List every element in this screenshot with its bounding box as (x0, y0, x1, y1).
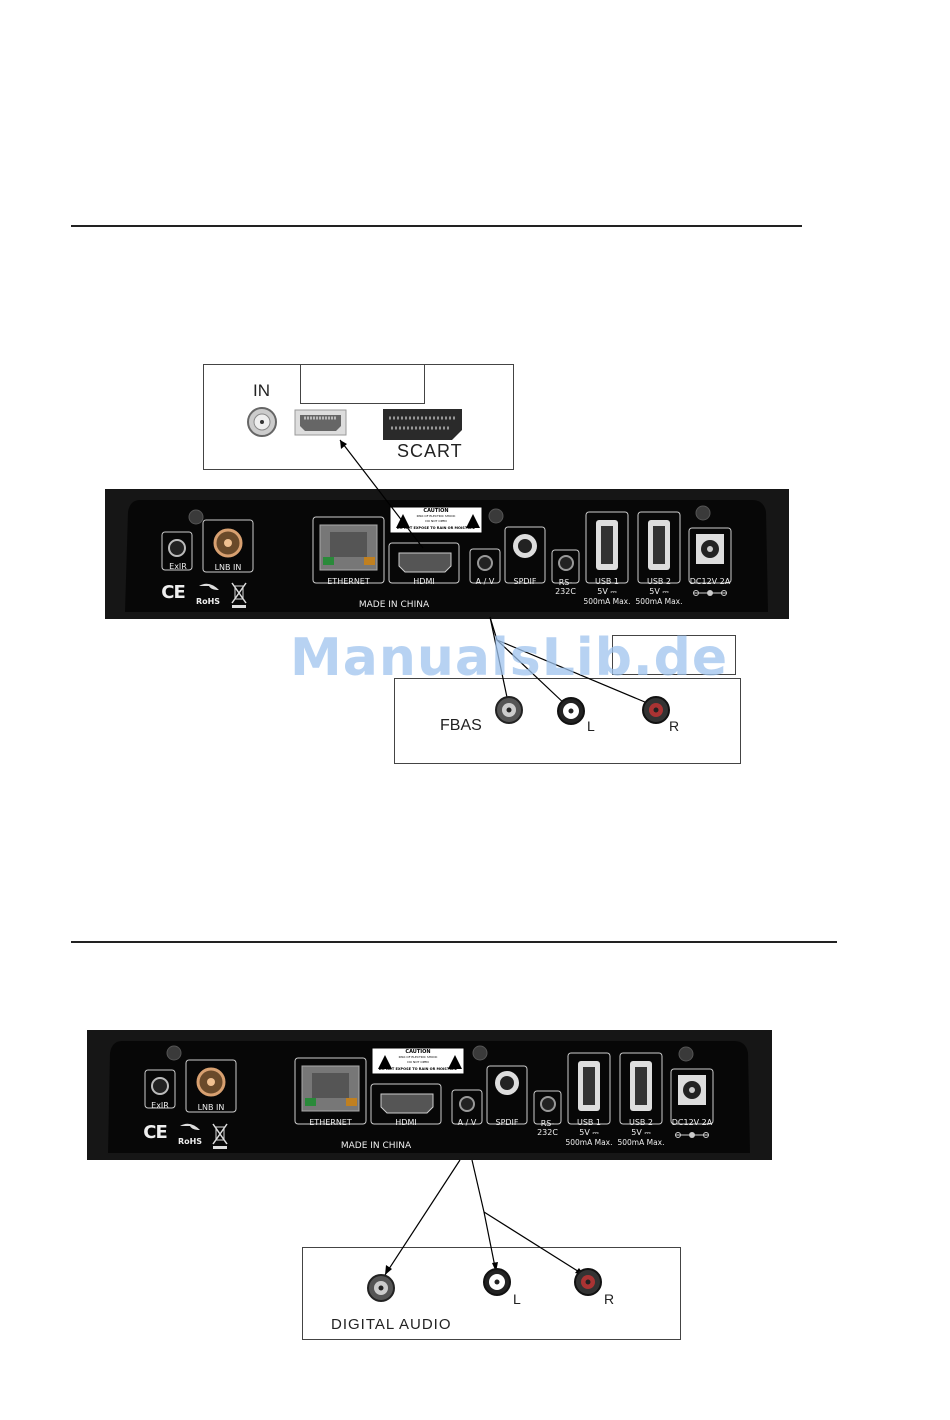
audio-left-label-1: L (587, 718, 595, 734)
made-in-china-label-2: MADE IN CHINA (340, 1141, 412, 1151)
usb1-label-2: USB 1 (576, 1118, 602, 1127)
lnb-in-label-2: LNB IN (197, 1103, 225, 1112)
tv-label-box (300, 364, 425, 404)
spdif-label-2: SPDIF (495, 1118, 519, 1127)
audio-right-label-1: R (669, 718, 680, 734)
dc-label-2: DC12V 2A (671, 1118, 713, 1127)
usb1-max: 500mA Max. (583, 597, 631, 606)
usb1-power-2: 5V ⎓ (579, 1128, 599, 1137)
rohs-mark: RoHS (195, 597, 221, 606)
usb2-power-2: 5V ⎓ (631, 1128, 651, 1137)
audio-left-label-2: L (513, 1291, 521, 1307)
lnb-in-label: LNB IN (214, 563, 242, 572)
caution-line-2-3: DO NOT EXPOSE TO RAIN OR MOISTURE (378, 1067, 458, 1071)
digital-audio-label: DIGITAL AUDIO (331, 1316, 452, 1333)
fbas-label: FBAS (440, 717, 482, 734)
caution-title: CAUTION (423, 508, 449, 514)
caution-line-2: DO NOT OPEN (425, 519, 447, 523)
watermark-text: ManualsLib.de (290, 628, 729, 688)
ethernet-label-2: ETHERNET (309, 1118, 352, 1127)
rs232c-label-2: 232C (555, 587, 576, 596)
hdmi-label-2: HDMI (395, 1118, 417, 1127)
rs232c-label-2b: 232C (537, 1128, 558, 1137)
spdif-label: SPDIF (513, 577, 537, 586)
ce-mark-2: CE (143, 1122, 168, 1143)
usb2-label-2: USB 2 (628, 1118, 654, 1127)
ethernet-label: ETHERNET (327, 577, 370, 586)
caution-line-2-2: DO NOT OPEN (407, 1060, 429, 1064)
exir-label: ExIR (169, 562, 187, 571)
made-in-china-label: MADE IN CHINA (358, 600, 430, 610)
scart-label: SCART (397, 441, 463, 461)
section-rule-top (71, 225, 802, 227)
in-label: IN (253, 381, 270, 400)
usb1-power: 5V ⎓ (597, 587, 617, 596)
dc-label: DC12V 2A (689, 577, 731, 586)
usb2-label: USB 2 (646, 577, 672, 586)
usb1-max-2: 500mA Max. (565, 1138, 613, 1147)
usb2-power: 5V ⎓ (649, 587, 669, 596)
ce-mark: CE (161, 582, 186, 603)
hdmi-label: HDMI (413, 577, 435, 586)
av-label-2: A / V (457, 1118, 477, 1127)
usb2-max: 500mA Max. (635, 597, 683, 606)
usb1-label: USB 1 (594, 577, 620, 586)
caution-title-2: CAUTION (405, 1049, 431, 1055)
section-rule-bottom (71, 941, 837, 943)
audio-right-label-2: R (604, 1291, 615, 1307)
caution-line-3: DO NOT EXPOSE TO RAIN OR MOISTURE (396, 526, 476, 530)
rs232c-label-1: RS- (558, 578, 573, 587)
rs232c-label-2a: RS- (540, 1119, 555, 1128)
rohs-mark-2: RoHS (177, 1137, 203, 1146)
caution-line-1: RISK OF ELECTRIC SHOCK (416, 514, 456, 518)
exir-label-2: ExIR (151, 1101, 169, 1110)
caution-line-2-1: RISK OF ELECTRIC SHOCK (398, 1055, 438, 1059)
av-label: A / V (475, 577, 495, 586)
usb2-max-2: 500mA Max. (617, 1138, 665, 1147)
